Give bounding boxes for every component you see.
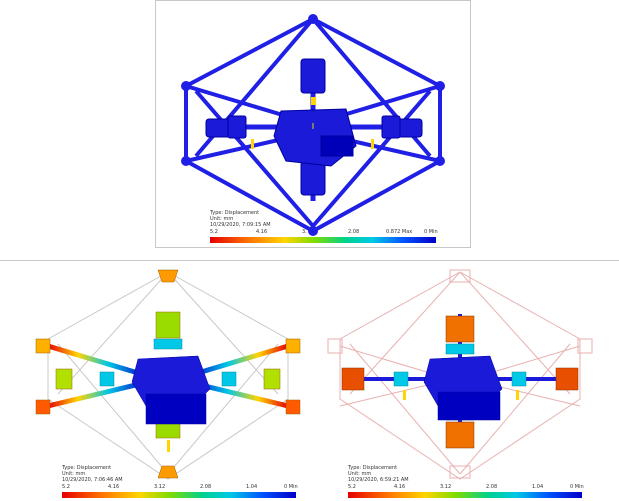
left-frame-model <box>35 269 301 480</box>
right-legend: Type: Displacement Unit: mm 10/29/2020, … <box>348 465 409 483</box>
tick-label: 2.08 <box>200 484 212 490</box>
tick-label: 0 Min <box>424 229 438 235</box>
tick-label: 1.04 <box>246 484 258 490</box>
left-tick-labels: 5.2 4.16 3.12 2.08 1.04 0 Min <box>62 484 302 490</box>
panel-divider <box>0 260 619 261</box>
tick-label: 3. <box>302 229 307 235</box>
top-tick-labels: 5.2 4.16 3. 2.08 0.872 Max 0 Min <box>210 229 440 235</box>
tick-label: 4.16 <box>256 229 268 235</box>
tick-label: 4.16 <box>108 484 120 490</box>
tick-label: 5.2 <box>210 229 218 235</box>
legend-unit: Unit: mm <box>210 216 234 222</box>
right-tick-labels: 5.2 4.16 3.12 2.08 1.04 0 Min <box>348 484 588 490</box>
legend-type: Type: Displacement <box>348 465 398 471</box>
legend-type: Type: Displacement <box>210 210 260 216</box>
legend-timestamp: 10/29/2020, 6:59:21 AM <box>348 477 409 483</box>
legend-unit: Unit: mm <box>62 471 86 477</box>
tick-label: 5.2 <box>348 484 356 490</box>
tick-label: 3.12 <box>440 484 452 490</box>
right-frame-model <box>327 269 593 480</box>
tick-label: 1.04 <box>532 484 544 490</box>
tick-label: 0 Min <box>570 484 584 490</box>
tick-label: 2.08 <box>486 484 498 490</box>
left-displacement-view: Type: Displacement Unit: mm 10/29/2020, … <box>28 264 308 501</box>
right-displacement-view: Type: Displacement Unit: mm 10/29/2020, … <box>320 264 600 501</box>
right-colorbar <box>348 492 582 498</box>
tick-label: 4.16 <box>394 484 406 490</box>
top-legend: Type: Displacement Unit: mm 10/29/2020, … <box>210 210 271 228</box>
legend-timestamp: 10/29/2020, 7:09:15 AM <box>210 222 271 228</box>
tick-label: 0.872 Max <box>386 229 413 235</box>
tick-label: 2.08 <box>348 229 360 235</box>
tick-label: 0 Min <box>284 484 298 490</box>
legend-type: Type: Displacement <box>62 465 112 471</box>
legend-unit: Unit: mm <box>348 471 372 477</box>
top-colorbar <box>210 237 436 243</box>
legend-timestamp: 10/29/2020, 7:06:46 AM <box>62 477 123 483</box>
top-frame-model <box>181 14 445 236</box>
left-colorbar <box>62 492 296 498</box>
tick-label: 3.12 <box>154 484 166 490</box>
tick-label: 5.2 <box>62 484 70 490</box>
left-legend: Type: Displacement Unit: mm 10/29/2020, … <box>62 465 123 483</box>
top-displacement-view: Type: Displacement Unit: mm 10/29/2020, … <box>155 0 471 248</box>
